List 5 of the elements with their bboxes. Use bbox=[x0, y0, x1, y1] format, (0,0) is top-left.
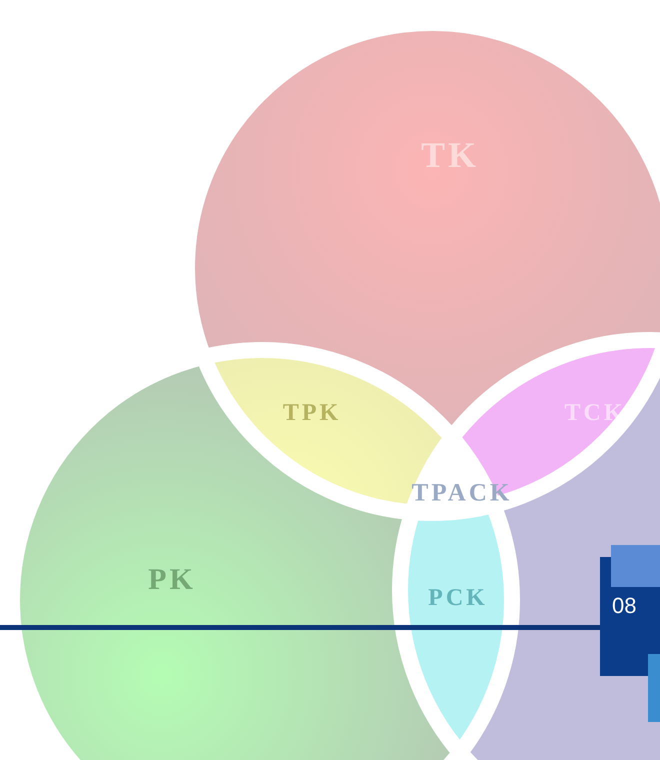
region-label: TPK bbox=[282, 401, 342, 425]
region-label: TPACK bbox=[412, 480, 512, 506]
region-label: PCK bbox=[428, 586, 488, 610]
region-label: PK bbox=[148, 565, 196, 595]
page-number: 08 bbox=[612, 595, 636, 617]
